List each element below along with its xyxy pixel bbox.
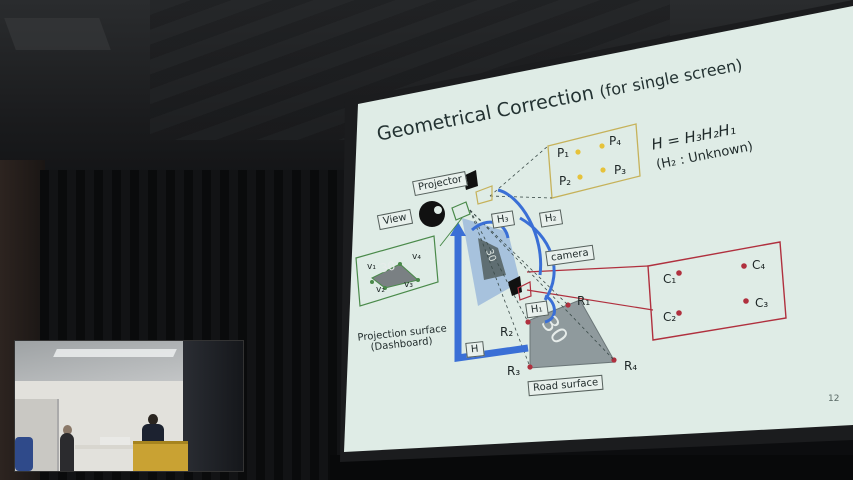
- c4-dot: [741, 263, 747, 269]
- p4-dot: [599, 143, 604, 148]
- c3-dot: [743, 298, 749, 304]
- p3-label: P₃: [614, 163, 626, 177]
- inset-chair: [15, 437, 33, 471]
- p3-dot: [600, 167, 605, 172]
- inset-table: [75, 445, 140, 449]
- inset-laptop: [100, 437, 130, 445]
- p1-label: P₁: [557, 146, 569, 160]
- inset-dark-panel: [183, 341, 243, 471]
- p1-dot: [575, 149, 580, 154]
- inset-speaker: [142, 424, 164, 442]
- inset-podium: [133, 441, 188, 472]
- c4-label: C₄: [752, 258, 765, 272]
- r1-label: R₁: [577, 294, 590, 308]
- c1-label: C₁: [663, 272, 676, 286]
- eye-icon: [419, 201, 445, 227]
- inset-audience-member: [60, 433, 74, 471]
- p2-dot: [577, 174, 582, 179]
- v1-label: v₁: [367, 262, 376, 272]
- v4-label: v₄: [412, 252, 421, 262]
- p2-label: P₂: [559, 174, 571, 188]
- slide-page-number: 12: [828, 394, 839, 404]
- c2-dot: [676, 310, 682, 316]
- r4-label: R₄: [624, 359, 637, 373]
- r2-label: R₂: [500, 325, 513, 339]
- r3-label: R₃: [507, 364, 520, 378]
- c2-label: C₂: [663, 310, 676, 324]
- h-label: H: [465, 341, 484, 358]
- v3-label: v₃: [404, 280, 413, 290]
- speaker-camera-inset: [14, 340, 244, 472]
- v2-label: v₂: [376, 285, 385, 295]
- h1-label: H₁: [525, 301, 548, 319]
- c3-label: C₃: [755, 296, 768, 310]
- c1-dot: [676, 270, 682, 276]
- p4-label: P₄: [609, 134, 621, 148]
- inset-ceiling-light: [53, 349, 177, 357]
